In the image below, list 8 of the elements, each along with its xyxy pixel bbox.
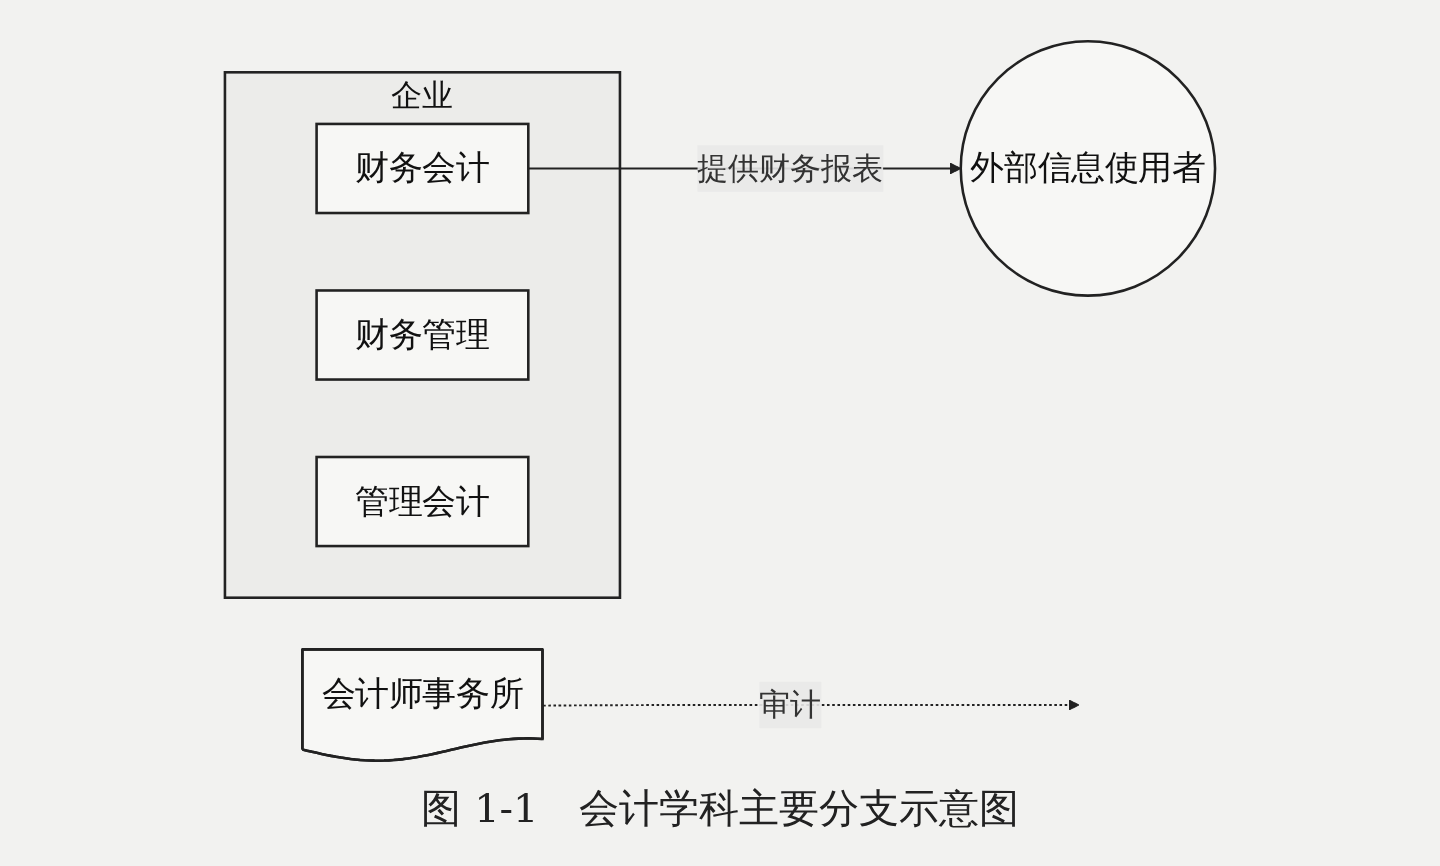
edge-label: 审计 (759, 686, 822, 723)
node-box: 管理会计 (315, 455, 530, 547)
arrow (542, 698, 1080, 711)
figure-caption: 图 1-1 会计学科主要分支示意图 (421, 783, 1019, 833)
node-circle: 外部信息使用者 (959, 39, 1217, 297)
edge-label: 提供财务报表 (697, 149, 884, 187)
node-box: 财务管理 (315, 288, 530, 381)
node-box: 财务会计 (315, 122, 530, 214)
